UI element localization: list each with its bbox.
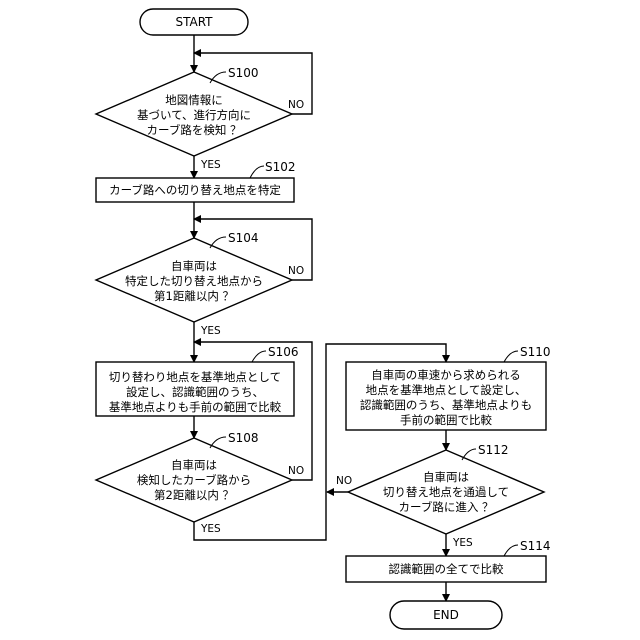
s100-step-label: S100 <box>228 66 259 80</box>
end-label: END <box>433 608 459 622</box>
s100-no-label: NO <box>288 99 304 111</box>
s104-text-2: 特定した切り替え地点から <box>125 274 263 288</box>
s112-text-2: 切り替え地点を通過して <box>383 485 509 499</box>
s104-text-3: 第1距離以内 ？ <box>154 289 234 303</box>
s102-leader <box>250 166 264 178</box>
s104-no-label: NO <box>288 265 304 277</box>
s114-text: 認識範囲の全てで比較 <box>389 562 504 576</box>
s110-leader <box>504 351 518 362</box>
s112-step-label: S112 <box>478 443 509 457</box>
s106-step-label: S106 <box>268 345 299 359</box>
s106-text-2: 設定し、認識範囲のうち、 <box>126 385 264 399</box>
s102-step-label: S102 <box>265 160 296 174</box>
s108-text-2: 検知したカーブ路から <box>137 473 251 487</box>
s104-text-1: 自車両は <box>171 259 217 273</box>
s112-no-label: NO <box>336 475 352 487</box>
s104-yes-label: YES <box>200 325 221 337</box>
s104-step-label: S104 <box>228 231 259 245</box>
s110-step-label: S110 <box>520 345 551 359</box>
s100-text-2: 基づいて、進行方向に <box>137 108 251 122</box>
s110-text-2: 地点を基準地点として設定し、 <box>366 383 527 397</box>
s108-text-3: 第2距離以内 ？ <box>154 488 234 502</box>
s108-step-label: S108 <box>228 431 259 445</box>
s106-leader <box>252 351 266 362</box>
s108-yes-label: YES <box>200 523 221 535</box>
s110-text-4: 手前の範囲で比較 <box>400 413 492 427</box>
s112-text-3: カーブ路に進入 ？ <box>399 500 494 514</box>
s100-text-1: 地図情報に <box>165 93 223 107</box>
s102-text: カーブ路への切り替え地点を特定 <box>109 183 281 197</box>
s114-leader <box>504 545 518 556</box>
s108-no-label: NO <box>288 465 304 477</box>
s106-text-3: 基準地点よりも手前の範囲で比較 <box>109 400 282 414</box>
s114-step-label: S114 <box>520 539 551 553</box>
s112-yes-label: YES <box>452 537 473 549</box>
s106-text-1: 切り替わり地点を基準地点として <box>109 370 281 384</box>
s100-yes-label: YES <box>200 159 221 171</box>
s112-text-1: 自車両は <box>423 470 469 484</box>
s110-text-3: 認識範囲のうち、基準地点よりも <box>360 398 532 412</box>
s108-text-1: 自車両は <box>171 458 217 472</box>
s110-text-1: 自車両の車速から求められる <box>371 368 521 382</box>
start-label: START <box>175 15 213 29</box>
s100-text-3: カーブ路を検知 ？ <box>147 123 242 137</box>
